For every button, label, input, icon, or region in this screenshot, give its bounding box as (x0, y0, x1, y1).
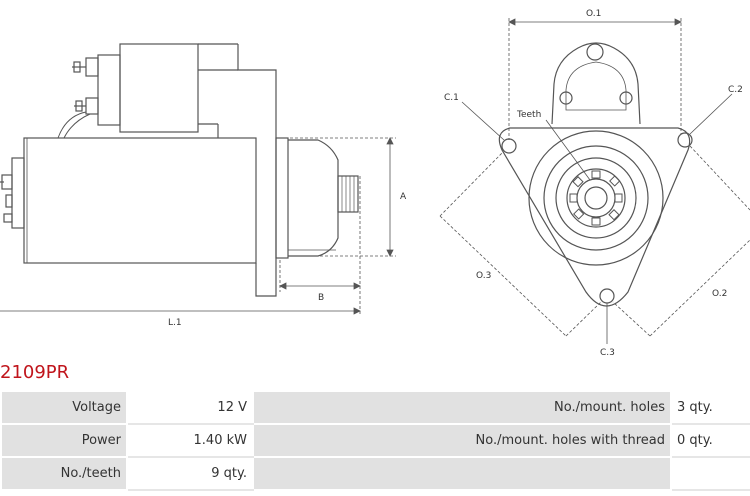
top-bracket (551, 42, 641, 125)
table-row: No./teeth 9 qty. (0, 456, 750, 491)
hole-c2 (677, 132, 693, 148)
spec-value: 0 qty. (670, 423, 750, 458)
spec-table: Voltage 12 V No./mount. holes 3 qty. Pow… (0, 390, 750, 491)
pinion (337, 175, 359, 213)
dim-a-label: A (400, 192, 407, 202)
dim-o2-label: O.2 (712, 289, 727, 299)
hole-c1 (501, 138, 517, 154)
dim-l1-label: L.1 (168, 318, 182, 328)
table-row: Voltage 12 V No./mount. holes 3 qty. (0, 390, 750, 425)
end-cap (11, 157, 25, 229)
side-view (0, 43, 359, 297)
front-dimensions (439, 18, 750, 344)
mounting-flange (498, 127, 691, 307)
hole-c2-label: C.2 (728, 85, 743, 95)
pinion-teeth (569, 170, 623, 226)
front-view (498, 42, 693, 307)
teeth-label: Teeth (516, 110, 541, 120)
dim-o1-label: O.1 (586, 9, 601, 19)
spec-value: 1.40 kW (126, 423, 254, 458)
spec-label: No./mount. holes (252, 390, 672, 425)
spec-value: 3 qty. (670, 390, 750, 425)
part-number-title: 2109PR (0, 362, 70, 383)
spec-label: Power (0, 423, 128, 458)
spec-value: 9 qty. (126, 456, 254, 491)
spec-value: 12 V (126, 390, 254, 425)
hole-c1-label: C.1 (444, 93, 459, 103)
dim-b-label: B (318, 293, 324, 303)
dim-o3-line (439, 215, 567, 337)
technical-drawing: A B L.1 (0, 9, 750, 358)
spec-label: No./mount. holes with thread (252, 423, 672, 458)
motor-body (23, 137, 257, 264)
table-row: Power 1.40 kW No./mount. holes with thre… (0, 423, 750, 458)
side-dimensions (0, 137, 396, 315)
dim-o3-label: O.3 (476, 271, 491, 281)
hole-c3-label: C.3 (600, 348, 615, 358)
spec-label (252, 456, 672, 491)
hole-c3 (599, 288, 615, 304)
solenoid (119, 43, 199, 133)
spec-label: No./teeth (0, 456, 128, 491)
dim-o2-line (649, 239, 750, 337)
spec-value (670, 456, 750, 491)
spec-label: Voltage (0, 390, 128, 425)
